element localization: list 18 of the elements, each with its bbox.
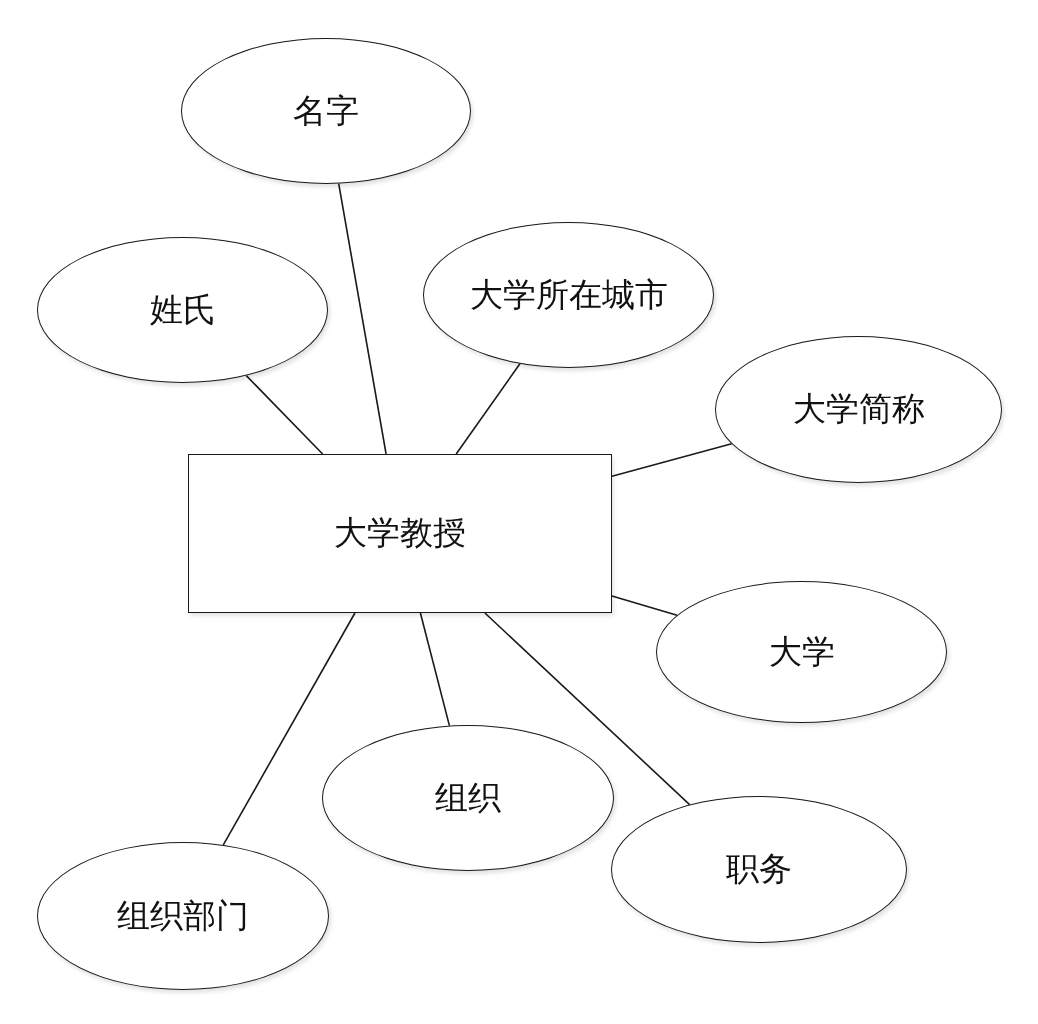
attribute-name: 大学: [768, 633, 835, 671]
connector-line: [222, 612, 356, 846]
connector-line: [419, 612, 451, 727]
connector-line: [484, 612, 691, 806]
connector-line: [611, 595, 678, 617]
connector-line: [455, 363, 521, 455]
connector-line: [337, 182, 387, 455]
entity-name: 大学教授: [334, 515, 466, 552]
attribute-name: 组织部门: [117, 897, 249, 935]
connector-line: [245, 374, 324, 455]
attribute-name: 组织: [435, 779, 501, 817]
attribute-name: 姓氏: [149, 291, 216, 329]
attribute-name: 大学简称: [792, 391, 925, 428]
attribute-name: 职务: [726, 851, 792, 888]
attribute-name: 名字: [293, 92, 359, 130]
connector-line: [611, 443, 733, 477]
entity-box: [188, 454, 612, 613]
attribute-name: 大学所在城市: [469, 276, 668, 314]
